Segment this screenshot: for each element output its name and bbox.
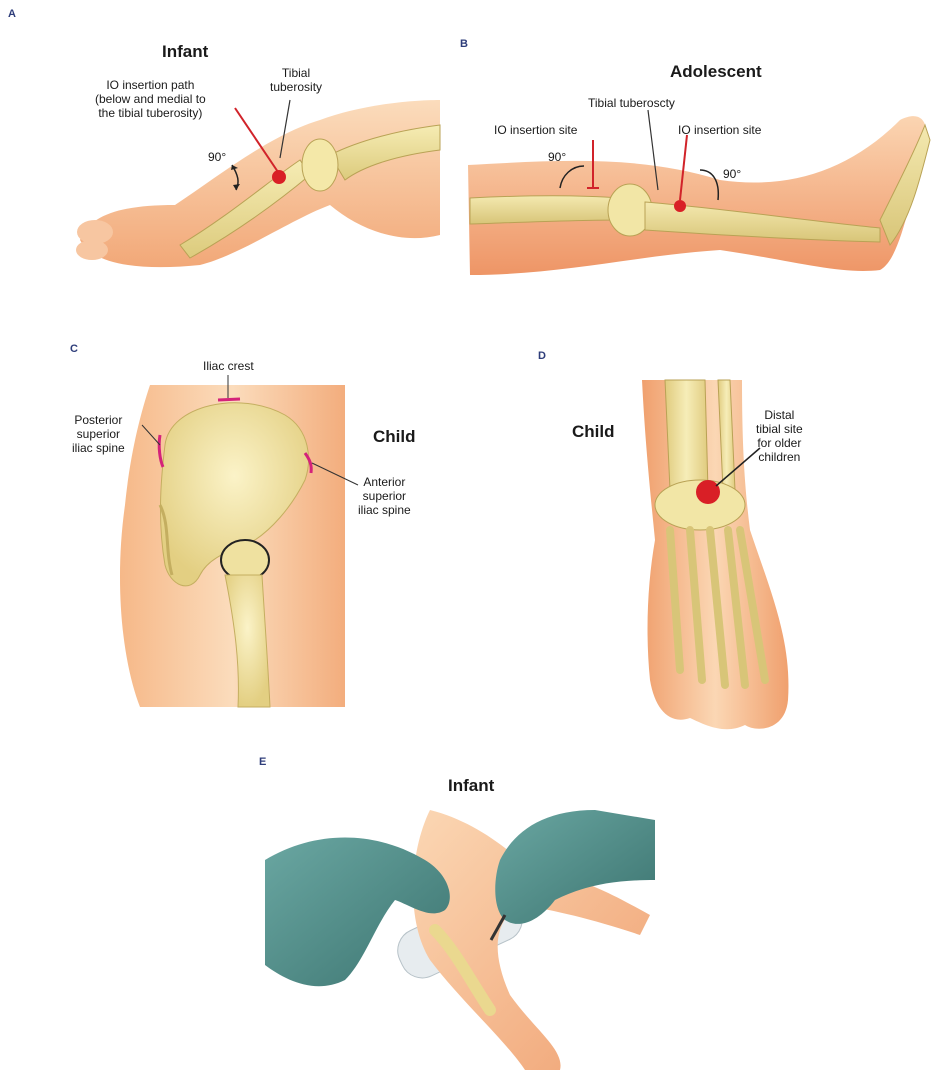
panel-b: B Adolescent Tibial tuberoscty IO insert… [460, 30, 933, 290]
iliac-crest-highlight [218, 399, 240, 400]
toe-shape [76, 240, 108, 260]
infant-knee-bone [302, 139, 338, 191]
anterior-spine-label: Anterior superior iliac spine [358, 475, 411, 517]
panel-title: Child [373, 427, 416, 447]
angle-label: 90° [548, 150, 566, 164]
distal-tibial-site-marker [696, 480, 720, 504]
panel-c-illustration [0, 335, 470, 715]
insertion-site-marker [674, 200, 686, 212]
adolescent-femur-bone [470, 196, 620, 224]
panel-letter: C [70, 343, 78, 355]
panel-letter: D [538, 350, 546, 362]
tibial-tuberosity-label: Tibial tuberosity [270, 66, 322, 94]
angle-label: 90° [723, 167, 741, 181]
panel-a-illustration [0, 0, 450, 290]
panel-title: Infant [162, 42, 208, 62]
io-site-right-label: IO insertion site [678, 123, 761, 137]
panel-d-illustration [530, 340, 830, 740]
panel-d: D Child Distal tibial site for older chi… [530, 340, 830, 740]
infant-leg-shape [80, 100, 440, 267]
panel-title: Infant [448, 776, 494, 796]
panel-e: E Infant [255, 750, 685, 1075]
distal-tibial-site-label: Distal tibial site for older children [756, 408, 803, 464]
angle-label: 90° [208, 150, 226, 164]
panel-letter: A [8, 8, 16, 20]
tibia-bone [665, 380, 708, 490]
panel-e-illustration [255, 750, 685, 1075]
io-path-label: IO insertion path (below and medial to t… [95, 78, 206, 120]
io-site-left-label: IO insertion site [494, 123, 577, 137]
panel-title: Adolescent [670, 62, 762, 82]
panel-c: C Child Iliac crest Posterior superior i… [0, 335, 470, 715]
panel-letter: E [259, 756, 266, 768]
iliac-crest-label: Iliac crest [203, 359, 254, 373]
panel-letter: B [460, 38, 468, 50]
posterior-spine-label: Posterior superior iliac spine [72, 413, 125, 455]
panel-a: A Infant IO insertion path (below and me… [0, 0, 450, 290]
insertion-site-marker [272, 170, 286, 184]
hip-joint-bone [221, 540, 269, 580]
tibial-tuberosity-label: Tibial tuberoscty [588, 96, 675, 110]
panel-title: Child [572, 422, 615, 442]
